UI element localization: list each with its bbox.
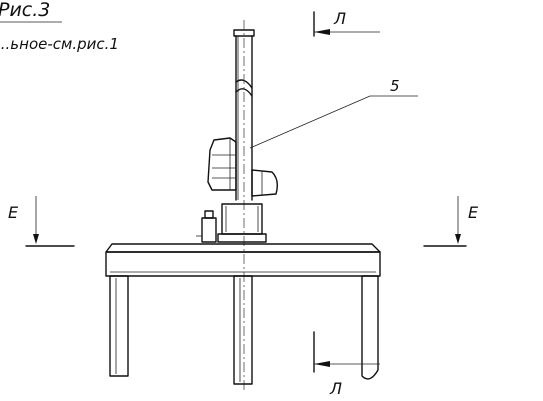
section-marker-top: Л bbox=[313, 9, 380, 37]
section-marker-bottom: Л bbox=[313, 331, 380, 398]
section-marker-left: Е bbox=[8, 196, 75, 247]
callout-5: 5 bbox=[249, 77, 418, 149]
section-right-label: Е bbox=[468, 203, 479, 222]
motor-housing bbox=[207, 137, 237, 191]
table-leg-right bbox=[361, 275, 379, 380]
section-marker-right: Е bbox=[423, 196, 479, 247]
section-left-label: Е bbox=[8, 203, 19, 222]
figure-subtitle: ...ьное-см.рис.1 bbox=[0, 35, 119, 53]
section-top-label: Л bbox=[333, 9, 346, 28]
callout-label: 5 bbox=[390, 77, 400, 95]
table-leg-center bbox=[233, 275, 253, 385]
gearbox-unit bbox=[251, 169, 279, 197]
small-cylinder bbox=[196, 210, 217, 243]
section-bottom-label: Л bbox=[329, 379, 342, 398]
column-base bbox=[217, 203, 267, 243]
figure-title: Рис.3 bbox=[0, 0, 50, 21]
table-leg-left bbox=[109, 275, 129, 377]
mast-column bbox=[233, 20, 255, 390]
table-top bbox=[105, 243, 381, 277]
